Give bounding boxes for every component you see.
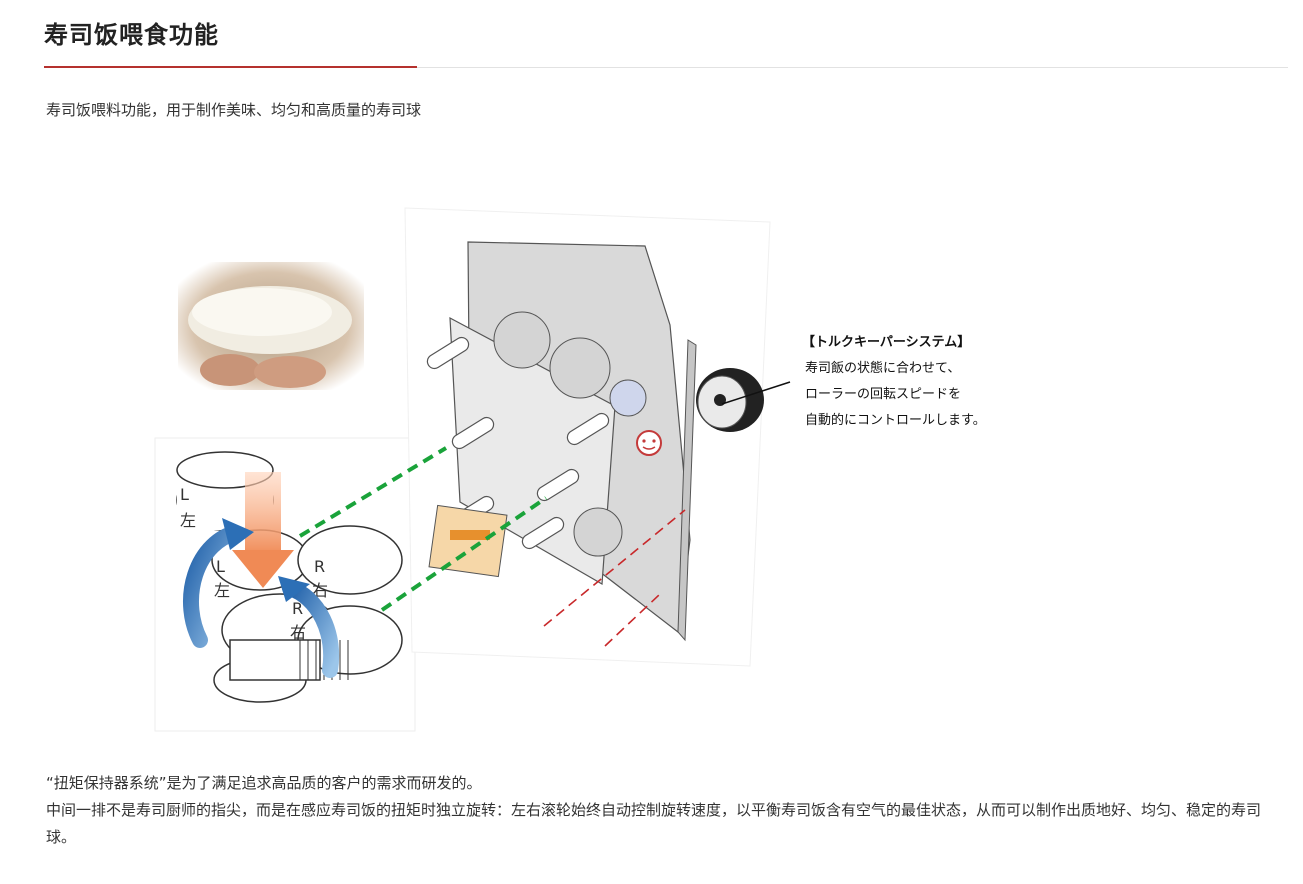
right-arrow-head-icon xyxy=(278,576,310,602)
title-divider-accent xyxy=(44,66,417,68)
callout-line-3: 自動的にコントロールします。 xyxy=(805,413,986,428)
callout-line-2: ローラーの回転スピードを xyxy=(805,387,962,402)
roller-label-zuo-mid: 左 xyxy=(214,581,230,600)
sushi-rice-photo xyxy=(178,262,364,390)
callout-pointer-line xyxy=(721,381,791,405)
description-paragraph-1: “扭矩保持器系统”是为了满足追求高品质的客户的需求而研发的。 xyxy=(46,774,482,792)
roller-label-r-top: R xyxy=(314,557,325,576)
intro-text: 寿司饭喂料功能，用于制作美味、均匀和高质量的寿司球 xyxy=(46,101,422,119)
left-arrow-head-icon xyxy=(222,518,254,550)
mascot-logo-icon xyxy=(636,430,662,456)
page-title: 寿司饭喂食功能 xyxy=(44,21,219,49)
press-down-arrow-icon xyxy=(232,472,294,588)
roller-label-zuo-top: 左 xyxy=(180,511,196,530)
right-rotation-arrow-icon xyxy=(282,580,340,678)
description-body: “扭矩保持器系统”是为了满足追求高品质的客户的需求而研发的。 中间一排不是寿司厨… xyxy=(46,770,1290,851)
roller-label-l-top: L xyxy=(180,485,189,504)
title-divider xyxy=(44,67,1288,68)
projection-lines-green xyxy=(298,446,548,612)
left-rotation-arrow-icon xyxy=(182,525,243,648)
torque-keeper-callout: 【トルクキーパーシステム】 寿司飯の状態に合わせて、 ローラーの回転スピードを … xyxy=(802,330,986,434)
roller-label-l-mid: L xyxy=(216,557,225,576)
callout-line-1: 寿司飯の状態に合わせて、 xyxy=(805,361,961,376)
axis-lines-red xyxy=(543,509,686,647)
machine-frame xyxy=(404,207,771,667)
roller-label-you-mid: 右 xyxy=(290,623,306,642)
torque-keeper-illustration: L 左 L 左 R 右 R 右 xyxy=(154,207,791,732)
roller-label-r-mid: R xyxy=(292,599,303,618)
description-paragraph-2: 中间一排不是寿司厨师的指尖，而是在感应寿司饭的扭矩时独立旋转：左右滚轮始终自动控… xyxy=(46,801,1262,846)
callout-heading: 【トルクキーパーシステム】 xyxy=(802,335,971,350)
